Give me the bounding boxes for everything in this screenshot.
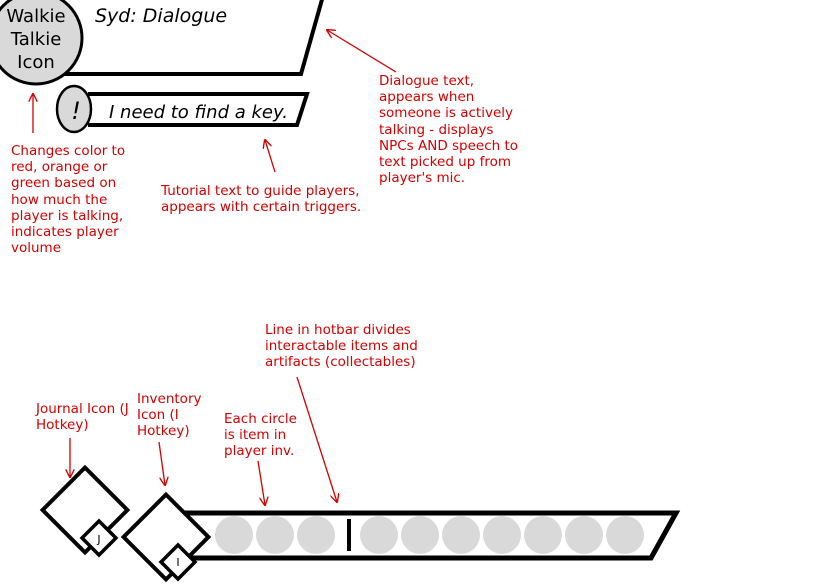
tutorial-bar: [88, 92, 310, 127]
annotation-dialogue: Dialogue text, appears when someone is a…: [379, 73, 519, 187]
inventory-hotkey-label: I: [176, 556, 179, 569]
arrow-tutorial: [265, 140, 276, 173]
interactable-items-group: [215, 516, 335, 554]
artifact-slot-2[interactable]: [401, 516, 439, 554]
artifact-slot-1[interactable]: [360, 516, 398, 554]
annotation-tutorial: Tutorial text to guide players, appears …: [161, 183, 362, 216]
annotation-inventory: Inventory Icon (I Hotkey): [137, 391, 202, 440]
artifact-slot-6[interactable]: [565, 516, 603, 554]
journal-hotkey-label: J: [96, 533, 100, 546]
artifacts-group: [360, 516, 644, 554]
dialogue-box: [58, 0, 324, 76]
inventory-icon[interactable]: I: [120, 491, 212, 583]
artifact-slot-4[interactable]: [483, 516, 521, 554]
annotation-journal: Journal Icon (J Hotkey): [36, 401, 129, 434]
artifact-slot-3[interactable]: [442, 516, 480, 554]
annotation-volume: Changes color to red, orange or green ba…: [11, 143, 126, 257]
item-slot-2[interactable]: [256, 516, 294, 554]
dialogue-text: Syd: Dialogue: [95, 5, 227, 27]
tutorial-text: I need to find a key.: [109, 102, 288, 123]
arrow-slot: [257, 460, 265, 505]
journal-icon[interactable]: J: [39, 464, 131, 558]
item-slot-3[interactable]: [297, 516, 335, 554]
artifact-slot-5[interactable]: [524, 516, 562, 554]
artifact-slot-7[interactable]: [606, 516, 644, 554]
annotation-hotbar-divider: Line in hotbar divides interactable item…: [265, 322, 418, 371]
annotation-arrows: [33, 30, 397, 505]
tutorial-icon-glyph: !: [71, 97, 81, 125]
item-slot-1[interactable]: [215, 516, 253, 554]
arrow-inventory: [158, 441, 165, 485]
arrow-hotbar-divider: [296, 376, 337, 502]
arrow-dialogue: [327, 30, 397, 73]
annotation-slot: Each circle is item in player inv.: [224, 411, 297, 460]
tutorial-exclamation-icon: !: [55, 84, 93, 134]
